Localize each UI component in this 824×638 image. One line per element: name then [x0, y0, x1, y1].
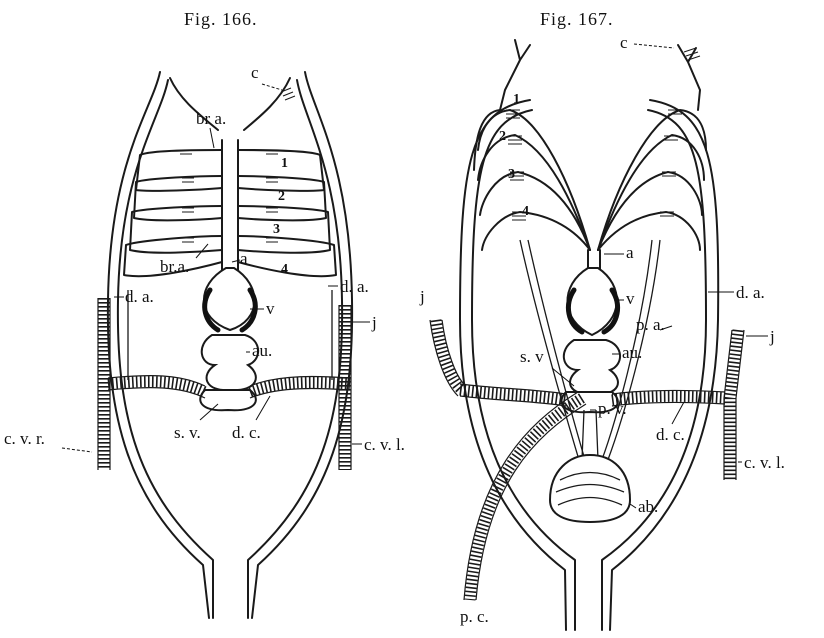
- label-j-166: j: [371, 313, 377, 332]
- body-inner-right-167: [602, 110, 706, 630]
- caption-fig-166: Fig. 166.: [184, 9, 258, 29]
- caption-fig-167: Fig. 167.: [540, 9, 614, 29]
- arch-number-1-166: 1: [281, 156, 288, 171]
- label-d-a-167: d. a.: [736, 283, 765, 302]
- label-j-right-167: j: [769, 327, 775, 346]
- sinus-venosus-166: [200, 390, 256, 410]
- label-d-c-167: d. c.: [656, 425, 685, 444]
- arches-right-167: [598, 110, 706, 250]
- label-p-c-167: p. c.: [460, 607, 489, 626]
- label-c-166: c: [251, 63, 259, 82]
- body-outline-left: [108, 72, 209, 618]
- label-p-v-167: p. v.: [598, 399, 627, 418]
- jugular-left-167: [436, 320, 462, 390]
- figure-167: Fig. 167.: [419, 9, 785, 630]
- label-v-167: v: [626, 289, 635, 308]
- label-ab-167: ab.: [638, 497, 658, 516]
- label-br-a-bottom: br.a.: [160, 257, 189, 276]
- label-au-167: au.: [622, 343, 642, 362]
- label-p-a-167: p. a.: [636, 315, 665, 334]
- auricle-167: [564, 340, 620, 394]
- label-d-a-right-166: d. a.: [340, 277, 369, 296]
- arch-number-4-167: 4: [522, 204, 529, 219]
- arch-number-3-167: 3: [508, 167, 515, 182]
- arch-number-2-167: 2: [499, 129, 506, 144]
- body-inner-left: [118, 80, 213, 618]
- label-au-166: au.: [252, 341, 272, 360]
- label-s-v-166: s. v.: [174, 423, 201, 442]
- arch-number-3-166: 3: [273, 222, 280, 237]
- label-a-167: a: [626, 243, 634, 262]
- arch-number-4-166: 4: [281, 262, 288, 277]
- arches-left-167: [474, 110, 590, 250]
- label-c-v-l-167: c. v. l.: [744, 453, 785, 472]
- pulmonary-vein-167: [582, 410, 598, 460]
- ventral-aorta-166: [222, 140, 238, 270]
- label-d-c-166: d. c.: [232, 423, 261, 442]
- label-d-a-left-166: d. a.: [125, 287, 154, 306]
- label-a-166: a: [240, 249, 248, 268]
- cardinal-vein-right-167: [730, 330, 738, 480]
- label-j-left-167: j: [419, 287, 425, 306]
- air-bladder-167: [550, 455, 630, 522]
- body-outline-right-167: [610, 100, 718, 630]
- label-br-a-top: br a.: [196, 109, 226, 128]
- auricle-166: [202, 335, 258, 390]
- label-c-v-l-166: c. v. l.: [364, 435, 405, 454]
- label-c-v-r-166: c. v. r.: [4, 429, 45, 448]
- label-s-v-167: s. v: [520, 347, 544, 366]
- heart-167: [561, 268, 620, 412]
- label-c-167: c: [620, 33, 628, 52]
- arch-number-1-167: 1: [513, 92, 520, 107]
- figure-166: Fig. 166.: [4, 9, 405, 618]
- label-v-166: v: [266, 299, 275, 318]
- arch-number-2-166: 2: [278, 189, 285, 204]
